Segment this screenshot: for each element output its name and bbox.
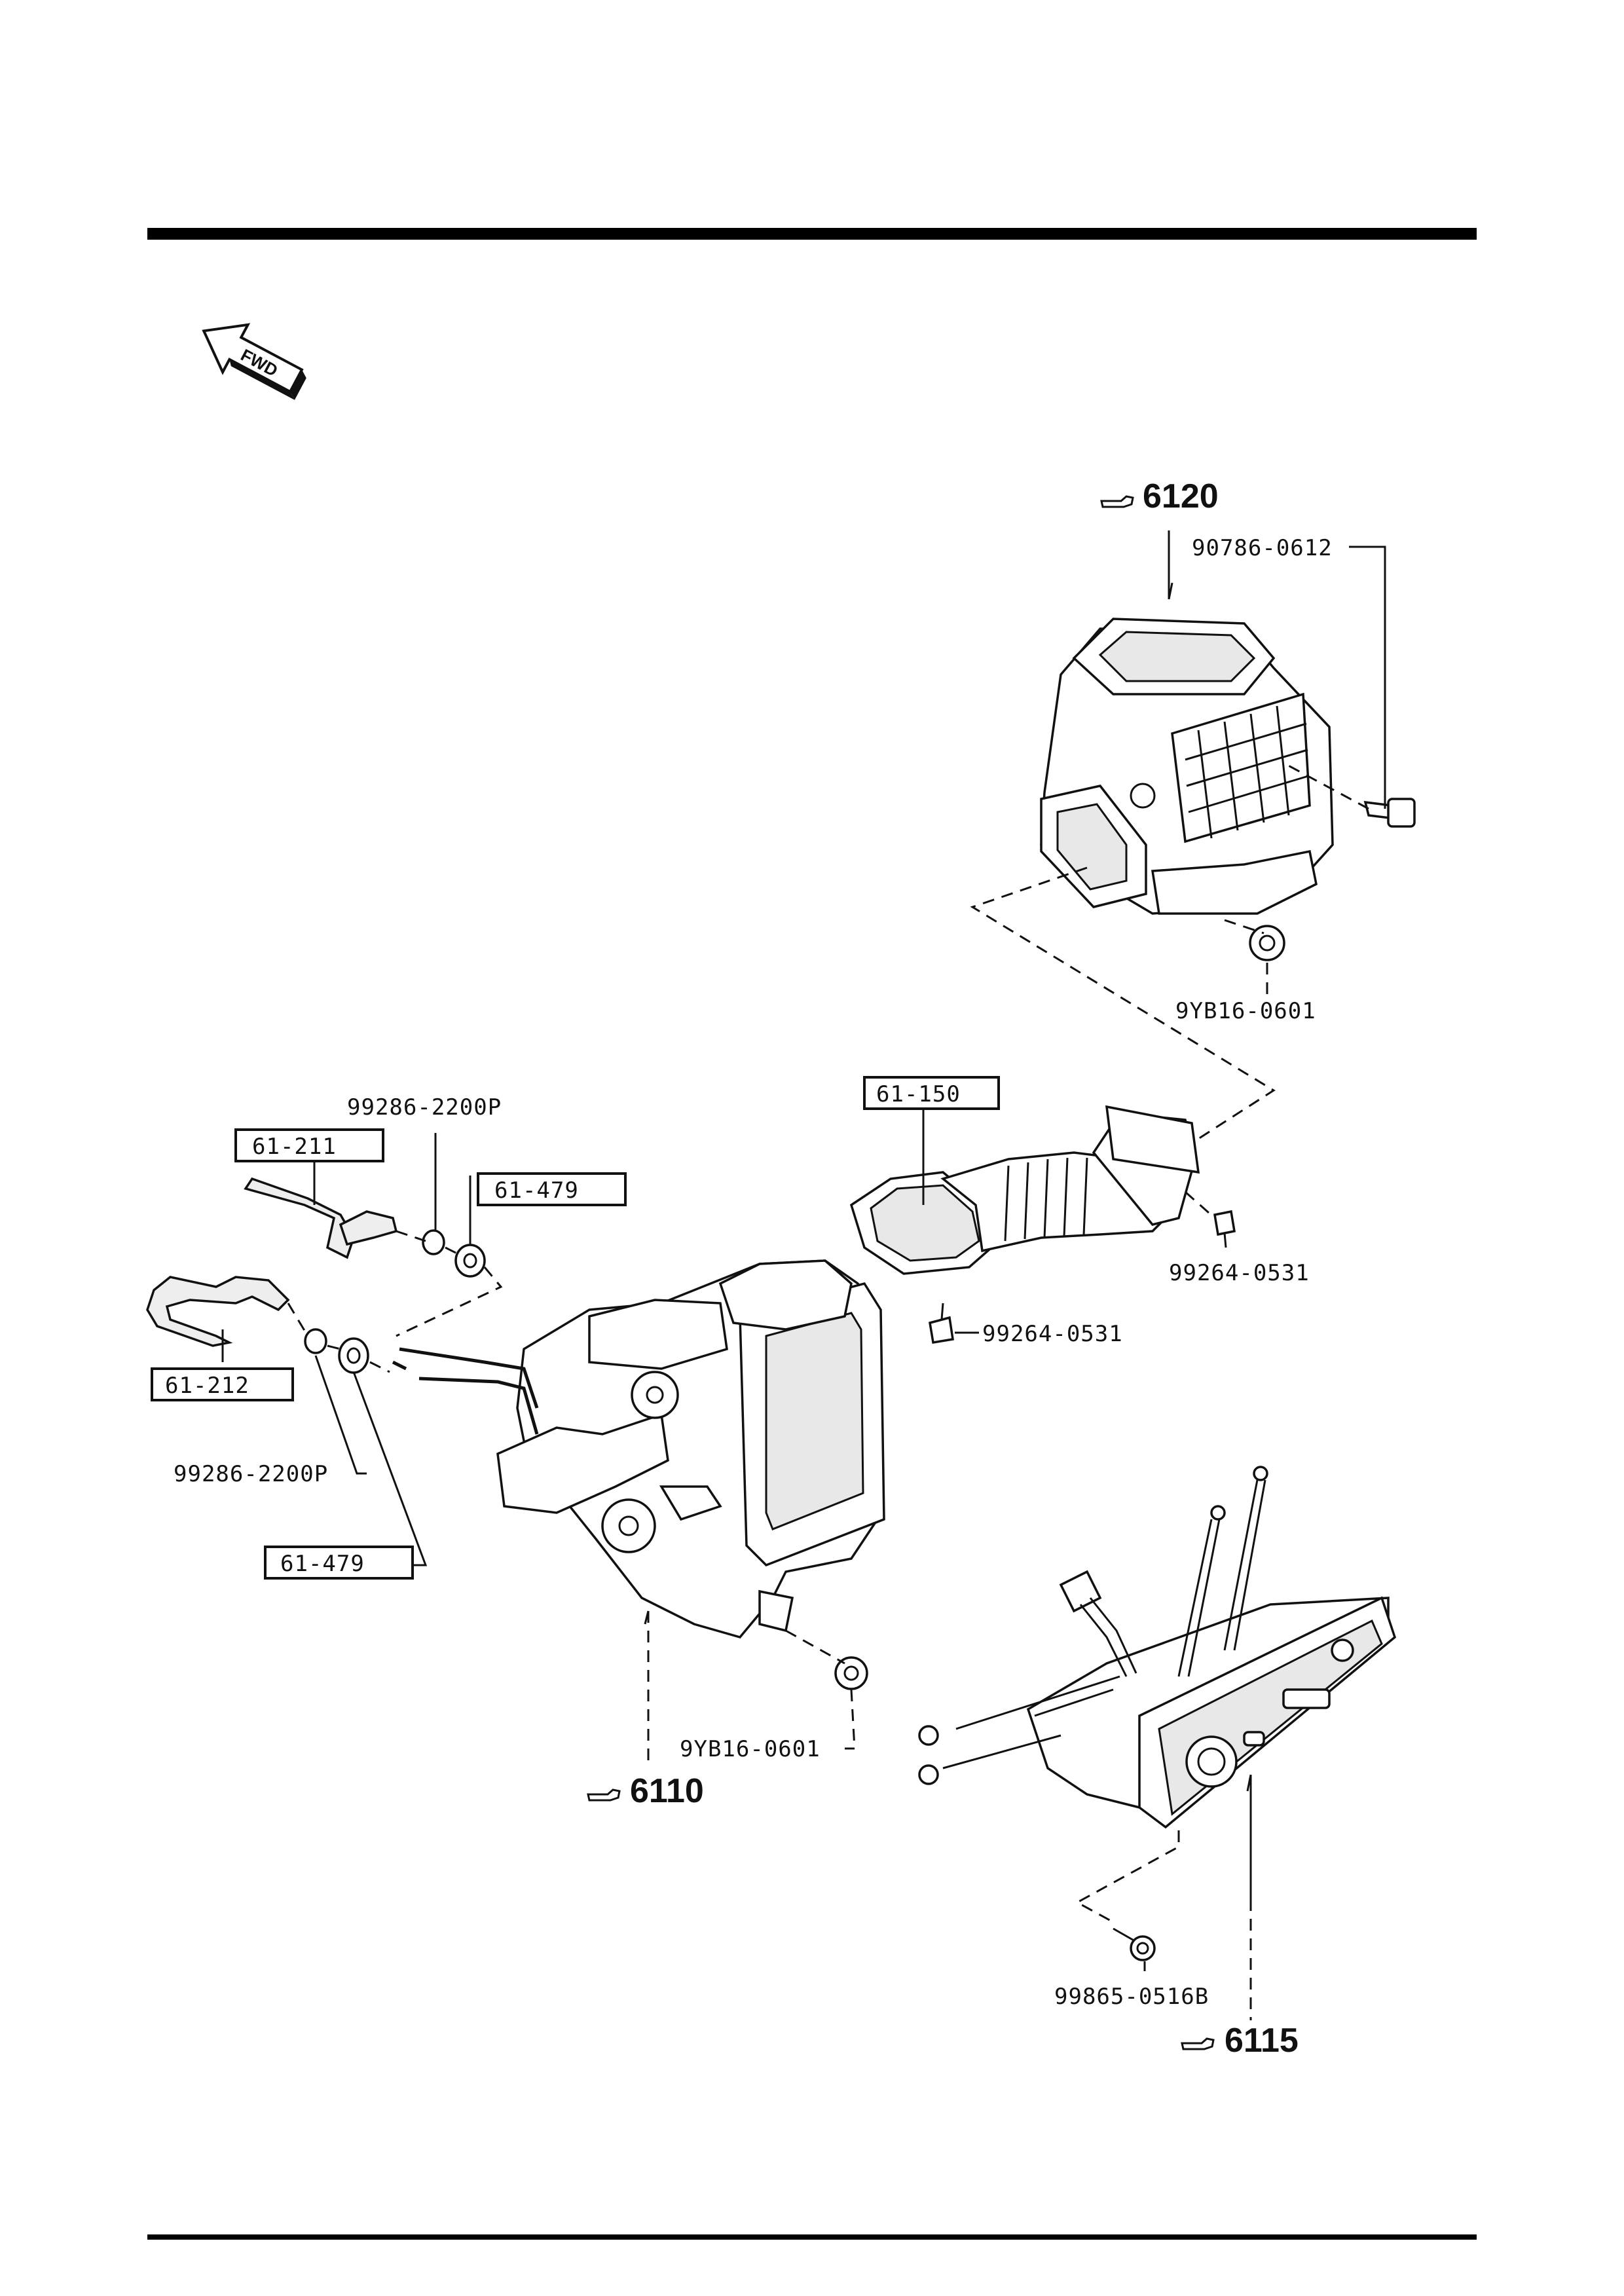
clamp-lower bbox=[304, 1328, 327, 1354]
pointing-hand-icon bbox=[587, 1788, 621, 1802]
hose-upper bbox=[244, 1177, 398, 1259]
ref-control-unit: 6115 bbox=[1181, 2022, 1299, 2060]
svg-text:6110: 6110 bbox=[630, 1772, 704, 1810]
heater-pipes bbox=[392, 1347, 539, 1435]
label-screw-control: 99865-0516B bbox=[1054, 1984, 1209, 2010]
clamp-upper bbox=[422, 1229, 445, 1255]
box-hose-lower bbox=[151, 1367, 294, 1401]
pointing-hand-icon bbox=[1100, 495, 1134, 508]
top-rule bbox=[147, 228, 1477, 240]
duct bbox=[849, 1105, 1200, 1275]
box-grommet-lower bbox=[264, 1546, 414, 1580]
label-clamp-upper: 99286-2200P bbox=[347, 1094, 502, 1120]
svg-text:6120: 6120 bbox=[1143, 477, 1219, 515]
svg-text:6115: 6115 bbox=[1225, 2022, 1299, 2060]
control-unit bbox=[918, 1466, 1397, 1829]
fwd-arrow-icon: FWD bbox=[202, 323, 306, 400]
label-nut-blower: 9YB16-0601 bbox=[1175, 998, 1316, 1024]
bottom-rule bbox=[147, 2234, 1477, 2240]
label-bolt-blower: 90786-0612 bbox=[1192, 535, 1333, 561]
label-duct: 61-150 bbox=[876, 1081, 961, 1107]
grommet-upper bbox=[454, 1244, 486, 1278]
label-clamp-lower: 99286-2200P bbox=[174, 1461, 328, 1487]
box-duct bbox=[863, 1076, 1000, 1110]
box-grommet-upper bbox=[477, 1172, 627, 1206]
screw-control bbox=[1113, 1927, 1156, 1961]
label-clip-duct-b: 99264-0531 bbox=[982, 1321, 1123, 1347]
ref-heater-unit: 6110 bbox=[587, 1772, 704, 1810]
label-grommet-upper: 61-479 bbox=[494, 1177, 579, 1204]
pointing-hand-icon bbox=[1181, 2037, 1215, 2050]
grommet-lower bbox=[338, 1337, 369, 1374]
blower-unit bbox=[1040, 618, 1334, 915]
bolt-blower bbox=[1363, 798, 1416, 828]
label-hose-upper: 61-211 bbox=[252, 1134, 337, 1160]
nut-blower bbox=[1249, 925, 1285, 961]
heater-unit bbox=[496, 1259, 885, 1639]
clip-duct-a bbox=[1213, 1210, 1236, 1248]
nut-heater bbox=[834, 1656, 868, 1690]
hose-lower bbox=[146, 1276, 290, 1347]
label-nut-heater: 9YB16-0601 bbox=[680, 1736, 821, 1762]
label-hose-lower: 61-212 bbox=[165, 1373, 249, 1399]
label-clip-duct-a: 99264-0531 bbox=[1169, 1260, 1310, 1286]
ref-blower: 6120 bbox=[1100, 477, 1219, 515]
box-hose-upper bbox=[234, 1128, 384, 1162]
clip-duct-b bbox=[929, 1303, 954, 1344]
label-grommet-lower: 61-479 bbox=[280, 1551, 365, 1577]
